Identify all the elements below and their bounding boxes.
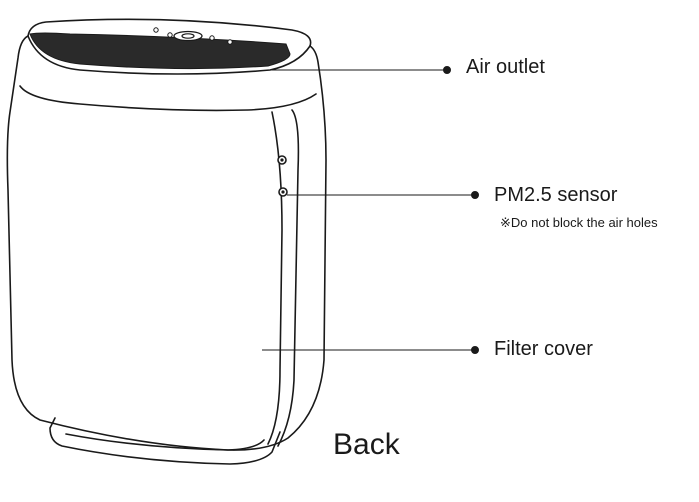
top-band-edge xyxy=(27,35,311,75)
pm-sensor-label: PM2.5 sensor xyxy=(494,184,618,206)
power-button-center-icon xyxy=(181,33,195,39)
purifier-top xyxy=(27,18,312,47)
indicator-dot-icon xyxy=(209,35,215,41)
air-outlet-grille xyxy=(29,32,291,70)
control-panel xyxy=(153,27,233,45)
side-panel-line xyxy=(277,109,300,447)
indicator-dot-icon xyxy=(153,27,159,33)
front-side-seam xyxy=(267,111,283,445)
sensor-air-holes xyxy=(277,155,288,197)
indicator-dot-icon xyxy=(227,39,233,45)
purifier-base xyxy=(49,417,281,465)
filter-cover-marker-icon xyxy=(471,346,479,354)
front-panel-top-edge xyxy=(19,85,317,112)
pm-sensor-marker-icon xyxy=(471,191,479,199)
air-hole-icon xyxy=(280,158,284,162)
purifier-body xyxy=(6,35,327,451)
air-outlet-label: Air outlet xyxy=(466,56,545,78)
sensor-note-label: ※Do not block the air holes xyxy=(500,215,658,230)
air-outlet-marker-icon xyxy=(443,66,451,74)
power-button-icon xyxy=(173,30,203,42)
filter-cover-label: Filter cover xyxy=(494,338,593,360)
purifier-base-inner xyxy=(65,433,265,451)
air-hole-icon xyxy=(281,190,285,194)
view-caption: Back xyxy=(333,428,400,461)
indicator-dot-icon xyxy=(167,32,173,38)
